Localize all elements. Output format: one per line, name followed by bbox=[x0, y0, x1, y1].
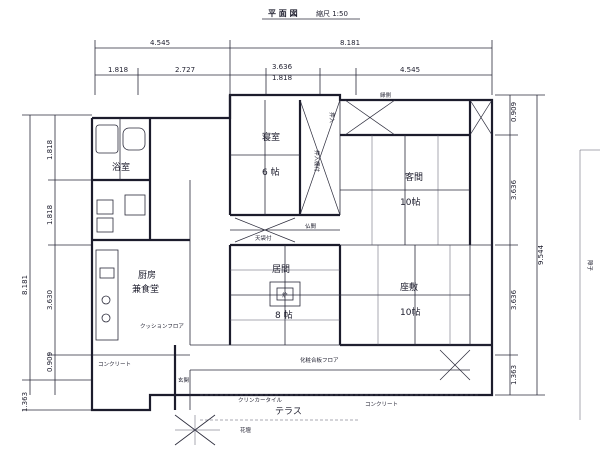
dim-left-c: 3.630 bbox=[46, 290, 54, 310]
closet-strip: 押入棚付 bbox=[299, 99, 341, 216]
kitchen-room-label: 厨房 bbox=[138, 269, 156, 281]
concrete-note-right: コンクリート bbox=[365, 401, 398, 408]
zashiki-size: 10帖 bbox=[400, 306, 420, 318]
dim-right-d: 1.363 bbox=[510, 365, 518, 385]
zashiki-label: 座敷 bbox=[400, 281, 418, 293]
living-room-8: 炉 居間 8 帖 bbox=[228, 245, 342, 345]
right-margin-notes: 障子 bbox=[579, 149, 600, 420]
dim-right-b: 3.636 bbox=[510, 179, 518, 200]
closet-top-note: 押入 bbox=[328, 112, 336, 124]
bathtub bbox=[95, 124, 119, 154]
bedroom-6: 寝室 6 帖 押入 bbox=[228, 95, 340, 217]
dim-right-a: 0.909 bbox=[510, 102, 518, 122]
dim-right-c: 3.636 bbox=[510, 289, 518, 310]
bedroom-label: 寝室 bbox=[262, 131, 280, 143]
left-dimension-lines: 1.818 1.818 3.630 0.909 8.181 1.363 bbox=[21, 114, 92, 412]
closet-mid-note: 押入棚付 bbox=[313, 150, 321, 173]
outer-walls bbox=[90, 93, 494, 412]
shelf-note: 天袋付 bbox=[255, 234, 272, 242]
guest-room-10: 客間 10帖 縁側 bbox=[340, 91, 493, 246]
terrace-label: テラス bbox=[275, 406, 302, 417]
kitchen-room-sub: 兼食堂 bbox=[132, 283, 159, 295]
plan-title: 平 面 図 bbox=[268, 9, 298, 18]
bedroom-size: 6 帖 bbox=[262, 166, 280, 178]
dim-top-left: 4.545 bbox=[150, 39, 170, 47]
dim-top-center-sub: 1.818 bbox=[272, 74, 292, 82]
plan-scale: 縮尺 1:50 bbox=[316, 9, 348, 18]
engawa-note: 縁側 bbox=[380, 91, 392, 99]
dim-top-sub-b: 2.727 bbox=[175, 66, 195, 74]
tile-note: クリンカータイル bbox=[238, 396, 283, 404]
entry-terrace: 玄関 クリンカータイル テラス コンクリート 花壇 bbox=[173, 345, 480, 446]
dim-left-b: 1.818 bbox=[46, 205, 54, 225]
butsuma-label: 仏間 bbox=[305, 223, 317, 230]
living-room-size: 8 帖 bbox=[275, 309, 293, 321]
center-band: 天袋付 仏間 bbox=[230, 217, 340, 247]
dim-left-bottom: 1.363 bbox=[21, 392, 29, 412]
dim-left-d: 0.909 bbox=[46, 352, 54, 372]
corridor-floor: 化粧合板フロア bbox=[190, 344, 492, 381]
zashiki-10: 座敷 10帖 bbox=[340, 245, 492, 347]
dim-left-overall: 8.181 bbox=[21, 275, 29, 295]
window-note: 障子 bbox=[586, 260, 594, 272]
dim-top-right: 4.545 bbox=[400, 66, 420, 74]
dim-left-a: 1.818 bbox=[46, 140, 54, 160]
guest-room-size: 10帖 bbox=[400, 196, 420, 208]
living-room-label: 居間 bbox=[272, 264, 290, 275]
bath-room-label: 浴室 bbox=[112, 161, 130, 173]
concrete-note-left: コンクリート bbox=[98, 361, 131, 368]
cushion-floor-note: クッションフロア bbox=[140, 323, 184, 330]
top-dimension-lines: 4.545 8.181 1.818 2.727 3.636 1.818 4.54… bbox=[94, 39, 493, 95]
guest-room-label: 客間 bbox=[405, 171, 423, 183]
genkan-label: 玄関 bbox=[178, 376, 190, 384]
irori-hearth bbox=[269, 281, 301, 307]
right-dimension-lines: 0.909 3.636 3.636 1.363 9.544 bbox=[495, 94, 545, 396]
dim-top-center: 3.636 bbox=[272, 63, 293, 71]
decor-floor-note: 化粧合板フロア bbox=[300, 356, 339, 364]
flower-bed-note: 花壇 bbox=[240, 426, 252, 434]
left-wing: 浴室 厨房 兼食堂 クッションフロア コンクリート bbox=[92, 118, 191, 368]
dim-top-sub-a: 1.818 bbox=[108, 66, 128, 74]
dim-top-overall: 8.181 bbox=[340, 39, 360, 47]
dim-right-overall: 9.544 bbox=[537, 244, 545, 265]
hearth-label: 炉 bbox=[282, 291, 288, 299]
